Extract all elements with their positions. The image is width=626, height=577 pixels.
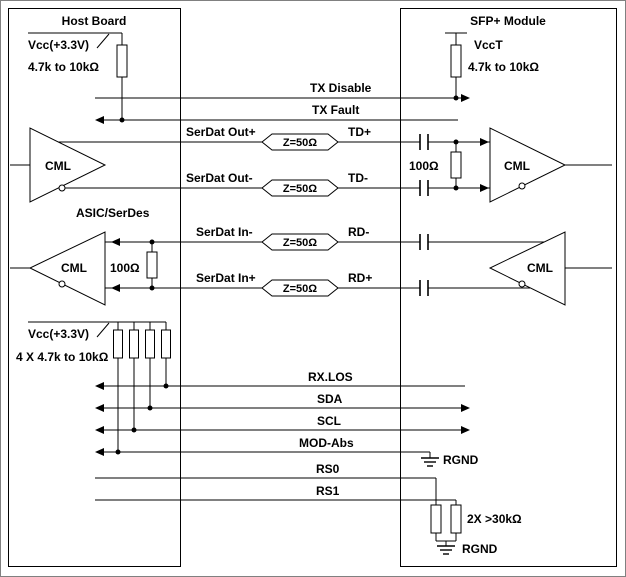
modabs-ground-symbol: [421, 457, 439, 467]
module-cml-driver-label: CML: [527, 261, 553, 275]
scl-arrow-right: [461, 426, 470, 434]
module-driver-bubble: [518, 280, 526, 288]
rs0-resistor: [430, 504, 442, 534]
host-cml-receiver-label: CML: [61, 261, 87, 275]
junction-dots: [115, 95, 459, 455]
scl-arrow-left: [95, 426, 104, 434]
rs1-label: RS1: [316, 484, 340, 498]
bank-resistor-3: [145, 329, 155, 359]
host-vcc-top-label: Vcc(+3.3V): [28, 38, 89, 52]
scl-label: SCL: [317, 414, 341, 428]
host-vcc-bottom-label: Vcc(+3.3V): [28, 327, 89, 341]
tline-out-p-label: Z=50Ω: [283, 137, 317, 149]
sda-arrow-left: [95, 404, 104, 412]
tline-in-p: [261, 279, 339, 297]
tx-fault-label: TX Fault: [312, 103, 359, 117]
rs1-wire: [95, 499, 457, 505]
tx-disable-arrow: [461, 94, 470, 102]
host-cml-driver-label: CML: [45, 159, 71, 173]
bank-resistor-2: [129, 329, 139, 359]
coupling-cap-rd-p: [419, 280, 429, 296]
bank-resistor-1: [113, 329, 123, 359]
rx-los-arrow: [95, 382, 104, 390]
module-receiver-bubble: [518, 182, 526, 190]
td-n-arrow: [480, 184, 489, 192]
serdat-in-p-label: SerDat In+: [196, 271, 256, 285]
module-vcct-rail: [445, 32, 467, 98]
module-cml-receiver: [489, 127, 567, 203]
module-termination-value: 100Ω: [409, 159, 439, 173]
host-driver-bubble: [58, 184, 66, 192]
serdat-in-n-arrow: [111, 238, 120, 246]
vcct-label: VccT: [474, 38, 503, 52]
td-p-label: TD+: [348, 125, 371, 139]
tline-in-n-label: Z=50Ω: [283, 237, 317, 249]
rx-los-label: RX.LOS: [308, 370, 353, 384]
td-n-label: TD-: [348, 171, 368, 185]
module-cml-receiver-label: CML: [504, 159, 530, 173]
sfp-module-title: SFP+ Module: [470, 14, 546, 28]
wires: [10, 32, 612, 546]
asic-serdes-label: ASIC/SerDes: [76, 206, 150, 220]
coupling-cap-td-p: [419, 134, 429, 150]
sda-arrow-right: [461, 404, 470, 412]
serdat-out-n-label: SerDat Out-: [186, 171, 253, 185]
rs-rgnd-label: RGND: [462, 542, 498, 556]
host-cml-receiver: [28, 231, 106, 306]
module-pullup-resistor: [450, 44, 462, 78]
coupling-caps: [419, 134, 429, 296]
td-p-arrow: [480, 138, 489, 146]
rd-n-label: RD-: [348, 225, 369, 239]
tline-out-p: [261, 133, 339, 151]
sda-label: SDA: [317, 392, 343, 406]
mod-abs-wire: [104, 451, 431, 458]
bank-resistor-4: [161, 329, 171, 359]
module-pullup-value: 4.7k to 10kΩ: [468, 60, 539, 74]
tline-out-n-label: Z=50Ω: [283, 183, 317, 195]
host-pullup-bank-value: 4 X 4.7k to 10kΩ: [16, 350, 109, 364]
rs0-label: RS0: [316, 462, 340, 476]
rs-resistor-value: 2X >30kΩ: [467, 512, 522, 526]
rd-p-label: RD+: [348, 271, 372, 285]
serdat-in-n-label: SerDat In-: [196, 225, 253, 239]
coupling-cap-td-n: [419, 180, 429, 196]
host-cml-driver: [29, 127, 107, 203]
tline-out-n: [261, 179, 339, 197]
serdat-in-p-arrow: [111, 284, 120, 292]
tx-fault-arrow: [95, 116, 104, 124]
host-termination-resistor: [146, 251, 158, 279]
mod-abs-label: MOD-Abs: [299, 436, 354, 450]
host-receiver-bubble: [58, 280, 66, 288]
host-termination-value: 100Ω: [110, 261, 140, 275]
module-termination-resistor: [450, 151, 462, 179]
mod-abs-arrow: [95, 448, 104, 456]
tx-disable-label: TX Disable: [310, 81, 372, 95]
rs-ground-wire: [435, 533, 457, 546]
tline-in-n: [261, 233, 339, 251]
serdat-out-p-label: SerDat Out+: [186, 125, 256, 139]
module-cml-driver: [488, 231, 566, 306]
coupling-cap-rd-n: [419, 234, 429, 250]
tline-in-p-label: Z=50Ω: [283, 283, 317, 295]
host-vcc-bottom-rail: [28, 321, 167, 452]
host-pullup-value: 4.7k to 10kΩ: [28, 60, 99, 74]
host-pullup-resistor: [116, 44, 128, 78]
rs-ground-symbol: [437, 545, 455, 555]
rs1-resistor: [450, 504, 462, 534]
modabs-rgnd-label: RGND: [443, 453, 479, 467]
host-board-title: Host Board: [62, 14, 127, 28]
